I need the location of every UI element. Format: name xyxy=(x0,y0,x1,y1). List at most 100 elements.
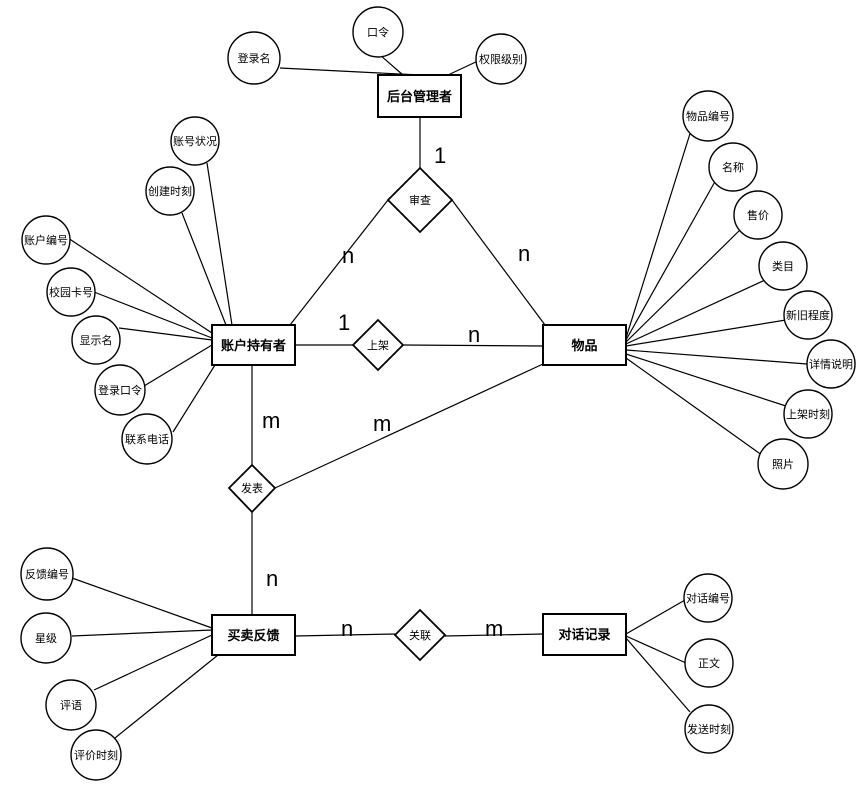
cardinality-review-item: n xyxy=(518,241,530,266)
attr-display-name: 显示名 xyxy=(71,315,121,365)
attr-account-created-label: 创建时刻 xyxy=(148,184,192,198)
relationship-review-label: 审查 xyxy=(409,193,431,207)
line-item-attr-4 xyxy=(625,279,766,345)
attr-campus-card: 校园卡号 xyxy=(46,267,96,317)
attr-feedback-time-label: 评价时刻 xyxy=(74,748,118,762)
line-account-attr-2 xyxy=(181,212,227,326)
line-feedback-attr-2 xyxy=(71,629,213,637)
attr-account-number-label: 账户编号 xyxy=(24,233,68,247)
attr-chat-body-label: 正文 xyxy=(698,656,720,670)
entity-item: 物品 xyxy=(542,324,627,366)
entity-feedback-label: 买卖反馈 xyxy=(227,628,279,643)
line-item-attr-1 xyxy=(625,123,694,339)
cardinality-publish-account: m xyxy=(262,408,280,433)
attr-admin-password-label: 口令 xyxy=(367,25,389,39)
attr-chat-number-label: 对话编号 xyxy=(686,591,730,605)
line-review-item xyxy=(451,199,546,326)
line-chat-attr-1 xyxy=(625,599,686,635)
entity-item-label: 物品 xyxy=(571,338,597,353)
relationship-list: 上架 xyxy=(351,318,405,372)
line-feedback-attr-1 xyxy=(71,577,213,629)
attr-feedback-comment-label: 评语 xyxy=(60,699,82,712)
line-item-attr-7 xyxy=(625,353,790,408)
line-account-attr-1 xyxy=(206,162,233,326)
cardinality-associate-chat: m xyxy=(485,616,503,641)
attr-feedback-rating-label: 星级 xyxy=(35,632,57,645)
entity-chat-record: 对话记录 xyxy=(542,613,627,656)
line-account-attr-7 xyxy=(172,364,216,433)
relationship-associate: 关联 xyxy=(393,608,447,662)
entity-account-holder-label: 账户持有者 xyxy=(221,338,286,353)
line-review-account xyxy=(289,199,389,326)
attr-admin-permission-label: 权限级别 xyxy=(479,53,523,66)
attr-item-name: 名称 xyxy=(708,142,758,192)
connector-lines xyxy=(67,54,808,739)
cardinality-list-item: n xyxy=(468,322,480,347)
attr-item-listed-time-label: 上架时刻 xyxy=(786,407,830,421)
entity-admin-label: 后台管理者 xyxy=(387,89,452,104)
attr-feedback-number-label: 反馈编号 xyxy=(25,567,69,581)
attr-item-number-label: 物品编号 xyxy=(686,109,730,123)
cardinality-review-admin: 1 xyxy=(434,143,446,168)
entity-admin: 后台管理者 xyxy=(377,74,462,118)
cardinality-publish-feedback: n xyxy=(266,566,278,591)
attr-chat-time: 发送时刻 xyxy=(684,704,734,754)
attr-admin-login-name-label: 登录名 xyxy=(238,51,271,65)
attr-item-number: 物品编号 xyxy=(682,90,734,142)
attr-feedback-time: 评价时刻 xyxy=(70,729,122,781)
line-item-attr-2 xyxy=(625,177,718,341)
line-chat-attr-2 xyxy=(625,635,687,664)
line-admin-login-name xyxy=(279,67,421,76)
attr-item-condition: 新旧程度 xyxy=(783,290,833,340)
attr-item-price: 售价 xyxy=(733,190,783,240)
line-publish-item xyxy=(274,363,544,489)
line-admin-password xyxy=(379,54,404,76)
line-account-attr-4 xyxy=(93,291,213,339)
attr-contact-phone: 联系电话 xyxy=(121,413,173,465)
relationship-associate-label: 关联 xyxy=(409,628,431,642)
line-item-attr-3 xyxy=(625,227,743,343)
cardinality-labels: 1 n n 1 n m m n n m xyxy=(262,143,530,641)
attr-campus-card-label: 校园卡号 xyxy=(49,285,93,299)
attr-login-password-label: 登录口令 xyxy=(98,383,142,397)
attr-feedback-comment: 评语 xyxy=(45,679,97,731)
attr-feedback-rating: 星级 xyxy=(20,612,72,664)
line-admin-permission xyxy=(447,59,481,76)
attr-item-photo-label: 照片 xyxy=(772,458,794,471)
line-account-attr-6 xyxy=(143,344,213,387)
attr-item-description: 详情说明 xyxy=(806,339,856,389)
attr-item-listed-time: 上架时刻 xyxy=(783,389,833,439)
attr-item-name-label: 名称 xyxy=(722,160,744,174)
attr-item-price-label: 售价 xyxy=(747,208,769,222)
attr-login-password: 登录口令 xyxy=(94,364,146,416)
attr-item-category: 类目 xyxy=(758,241,808,291)
attr-account-created: 创建时刻 xyxy=(145,166,195,216)
line-account-attr-3 xyxy=(67,237,213,334)
relationship-review: 审查 xyxy=(386,166,454,234)
attr-admin-permission: 权限级别 xyxy=(475,33,527,85)
attr-chat-number: 对话编号 xyxy=(683,573,733,623)
attr-item-photo: 照片 xyxy=(757,438,809,490)
cardinality-list-account: 1 xyxy=(338,310,350,335)
line-chat-attr-3 xyxy=(625,637,691,713)
line-item-attr-5 xyxy=(625,319,787,347)
attr-admin-password: 口令 xyxy=(352,6,404,58)
attr-account-status-label: 账号状况 xyxy=(173,134,217,148)
relationship-publish: 发表 xyxy=(227,463,277,514)
attr-contact-phone-label: 联系电话 xyxy=(125,433,169,446)
line-associate-chat xyxy=(444,633,544,637)
line-feedback-associate xyxy=(294,633,396,637)
line-account-attr-5 xyxy=(118,327,213,341)
cardinality-review-account: n xyxy=(342,243,354,268)
attr-item-description-label: 详情说明 xyxy=(809,357,853,371)
line-feedback-attr-3 xyxy=(93,634,213,691)
attr-admin-login-name: 登录名 xyxy=(227,31,281,85)
line-list-item xyxy=(402,344,544,347)
attr-account-number: 账户编号 xyxy=(21,215,71,265)
entity-chat-record-label: 对话记录 xyxy=(558,627,610,642)
cardinality-associate-feedback: n xyxy=(341,616,353,641)
line-item-attr-6 xyxy=(625,349,808,365)
cardinality-publish-item: m xyxy=(373,411,391,436)
line-item-attr-8 xyxy=(625,357,767,459)
